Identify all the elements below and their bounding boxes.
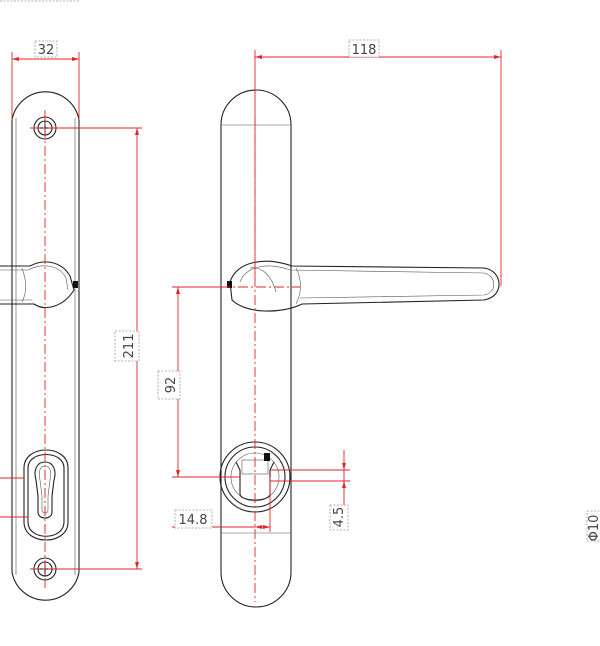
dim-offset-4-5: 4.5: [270, 450, 350, 531]
dim-plate-width: 32: [11, 40, 80, 120]
dim-offset-4-5-label: 4.5: [332, 507, 347, 528]
front-view-backplate: [220, 89, 292, 608]
lever-handle: [227, 260, 500, 312]
dim-lever-length-label: 118: [352, 43, 377, 58]
dim-plate-width-label: 32: [38, 43, 55, 58]
dim-lever-length: 118: [254, 39, 502, 286]
side-view-backplate: [11, 91, 80, 601]
side-lever-stub: [0, 261, 78, 308]
side-view: [0, 91, 80, 601]
dim-edge-fragment: Φ10: [586, 510, 600, 542]
dim-centres-92: 92: [157, 286, 240, 478]
front-view: [219, 89, 500, 608]
dim-centres-92-label: 92: [164, 377, 179, 394]
dim-edge-fragment-label: Φ10: [587, 515, 600, 542]
dim-offset-14-8-label: 14.8: [179, 513, 208, 528]
dim-offset-14-8: 14.8: [172, 477, 271, 532]
dim-fixing-centres: 211: [52, 127, 142, 570]
cylinder-cutout: [23, 449, 69, 541]
dim-fixing-centres-label: 211: [122, 334, 137, 359]
